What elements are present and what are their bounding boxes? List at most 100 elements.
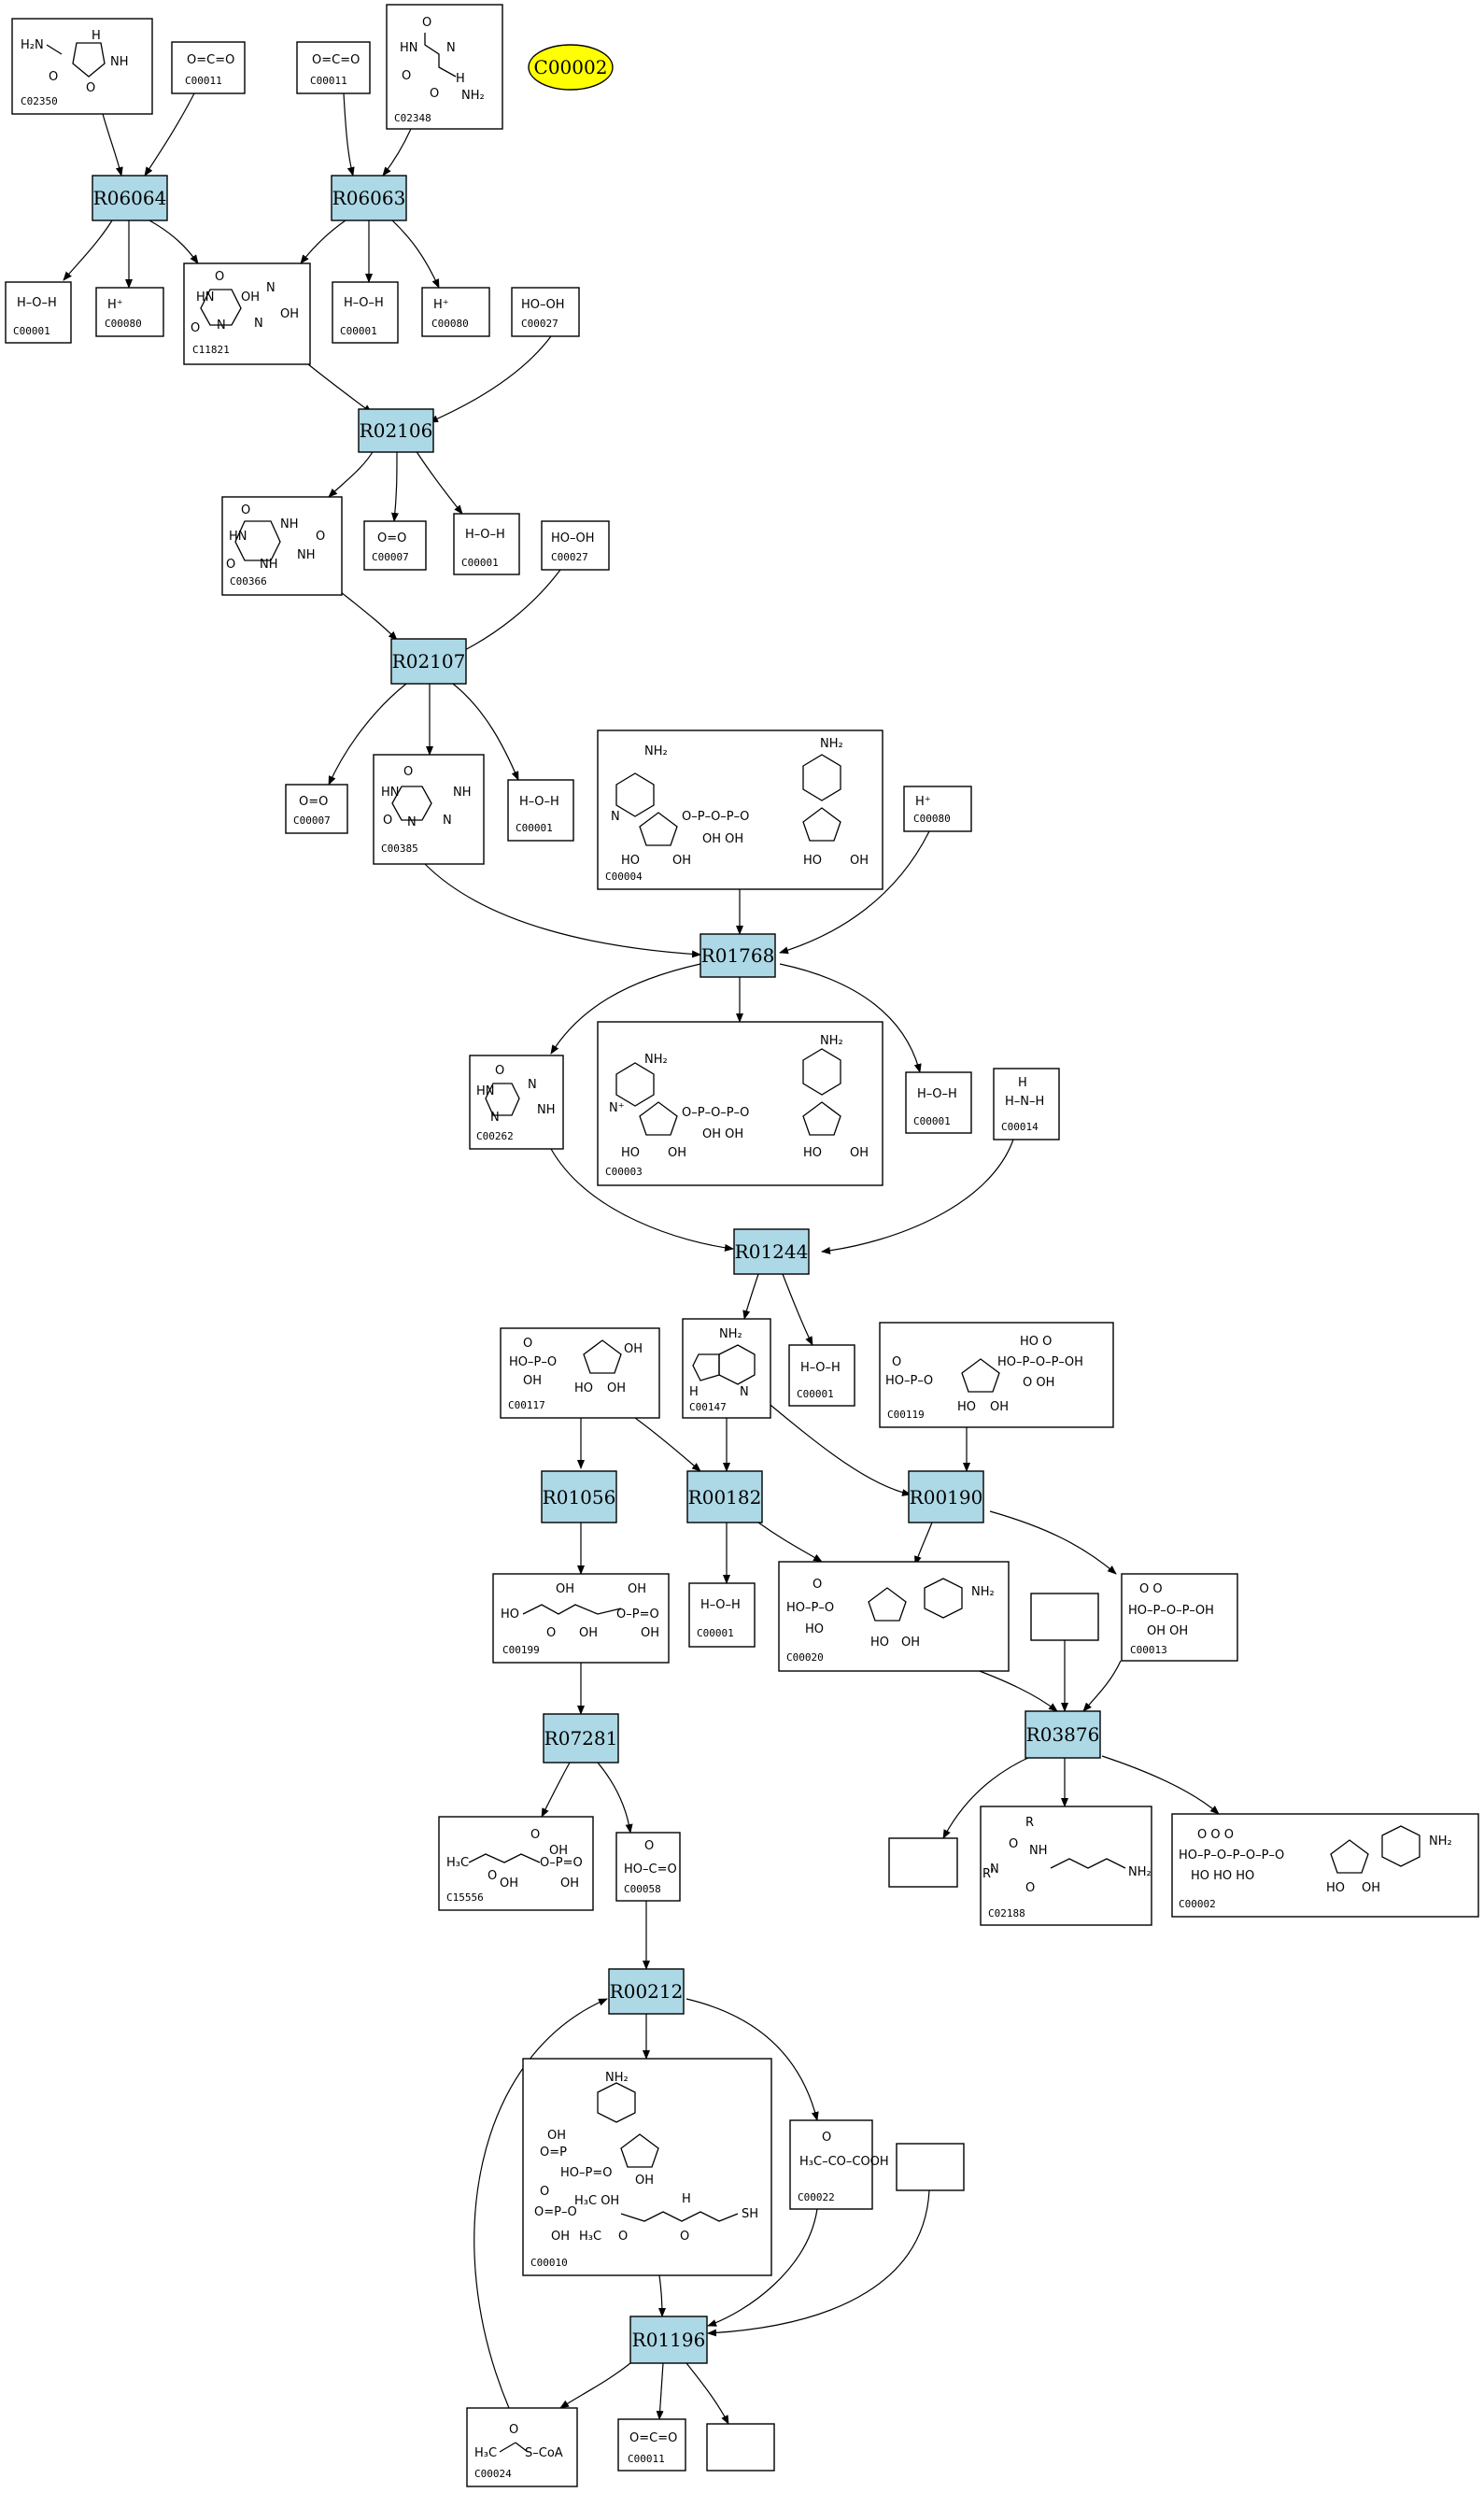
svg-text:H: H — [682, 2192, 691, 2206]
svg-text:OH: OH — [628, 1582, 646, 1596]
compound-box[interactable]: O O HO–P–O–P–OH OH OH C00013 — [1121, 1573, 1238, 1662]
reaction-node[interactable]: R00190 — [908, 1470, 984, 1523]
svg-text:H–N–H: H–N–H — [1005, 1095, 1044, 1109]
compound-box[interactable]: R O NH N R' NH₂ O C02188 — [980, 1806, 1152, 1926]
svg-text:HO: HO — [870, 1636, 889, 1650]
compound-box[interactable]: O=C=O C00011 — [171, 41, 246, 94]
compound-box[interactable]: H–O–H C00001 — [905, 1071, 972, 1134]
svg-text:O: O — [822, 2131, 831, 2145]
compound-box[interactable]: O H₃C–CO–COOH C00022 — [789, 2119, 889, 2210]
svg-text:NH₂: NH₂ — [644, 744, 668, 758]
svg-text:N: N — [443, 814, 452, 828]
svg-text:HO: HO — [805, 1622, 824, 1636]
svg-text:C00007: C00007 — [293, 814, 331, 827]
svg-text:R01768: R01768 — [701, 944, 775, 967]
svg-text:O: O — [215, 270, 224, 284]
reaction-node[interactable]: R01768 — [700, 933, 776, 978]
compound-box[interactable]: H–O–H C00001 — [332, 281, 399, 344]
svg-text:H₃C–CO–COOH: H₃C–CO–COOH — [799, 2155, 889, 2169]
compound-box[interactable]: O=O C00007 — [285, 784, 348, 834]
compound-box[interactable]: O=C=O C00011 — [296, 41, 371, 94]
svg-text:N: N — [528, 1078, 537, 1092]
reaction-node[interactable]: R00182 — [686, 1470, 763, 1523]
empty-compound-box[interactable] — [706, 2423, 775, 2472]
svg-text:H₃C: H₃C — [579, 2230, 601, 2244]
reaction-node[interactable]: R01056 — [541, 1470, 617, 1523]
compound-box[interactable]: O H₃C S–CoA C00024 — [466, 2407, 578, 2487]
svg-text:OH: OH — [241, 290, 260, 305]
compound-box[interactable]: H–O–H C00001 — [5, 281, 72, 344]
reaction-node[interactable]: R06064 — [92, 175, 168, 221]
empty-compound-box[interactable] — [1030, 1593, 1099, 1641]
svg-text:OH: OH — [500, 1877, 518, 1891]
compound-box[interactable]: OH OH HO O–P=O O OH OH C00199 — [492, 1573, 670, 1664]
compound-box[interactable]: HO O O HO–P–O HO–P–O–P–OH O OH HO OH C00… — [879, 1322, 1114, 1428]
svg-text:HO–OH: HO–OH — [521, 298, 565, 312]
compound-box[interactable]: NH₂ OH O=P HO–P=O OH O O=P–O H₃C OH H SH… — [522, 2058, 772, 2276]
svg-text:OH: OH — [850, 1146, 869, 1160]
svg-text:R00190: R00190 — [910, 1486, 983, 1509]
highlight-marker[interactable]: C00002 — [528, 44, 614, 91]
svg-text:R01196: R01196 — [632, 2329, 706, 2351]
compound-box[interactable]: O HO–P–O HO NH₂ HO OH C00020 — [778, 1561, 1010, 1672]
reaction-node[interactable]: R03876 — [1025, 1710, 1101, 1759]
svg-text:H⁺: H⁺ — [915, 795, 931, 809]
svg-text:O=P–O: O=P–O — [534, 2205, 577, 2219]
svg-text:HO–P–O: HO–P–O — [885, 1374, 933, 1388]
reaction-node[interactable]: R00212 — [608, 1968, 685, 2015]
compound-box[interactable]: O HN N NH N C00262 — [469, 1055, 564, 1150]
svg-text:O: O — [540, 2185, 549, 2199]
reaction-node[interactable]: R01244 — [733, 1228, 810, 1275]
reaction-node[interactable]: R02106 — [358, 408, 434, 453]
compound-box[interactable]: H⁺ C00080 — [903, 786, 972, 832]
compound-box[interactable]: H⁺ C00080 — [421, 287, 490, 337]
svg-text:C00027: C00027 — [551, 551, 588, 563]
svg-text:OH: OH — [635, 2174, 654, 2188]
compound-box[interactable]: HO–OH C00027 — [541, 520, 610, 571]
svg-text:R01244: R01244 — [735, 1240, 809, 1263]
empty-compound-box[interactable] — [896, 2143, 965, 2191]
compound-box[interactable]: O HO–P–O OH OH HO OH C00117 — [500, 1327, 660, 1419]
compound-box[interactable]: O=O C00007 — [363, 520, 427, 571]
compound-box[interactable]: H₂N H NH O O C02350 — [11, 18, 153, 115]
svg-text:H₂N: H₂N — [21, 38, 44, 52]
compound-box[interactable]: HO–OH C00027 — [511, 287, 580, 337]
svg-text:O: O — [488, 1869, 497, 1883]
svg-text:O: O — [644, 1839, 654, 1853]
reaction-node[interactable]: R06063 — [331, 175, 407, 221]
empty-compound-box[interactable] — [888, 1837, 958, 1888]
compound-box[interactable]: O O O HO–P–O–P–O–P–O NH₂ HO HO HO HO OH … — [1171, 1813, 1479, 1918]
compound-box[interactable]: O HO–C=O C00058 — [615, 1832, 681, 1902]
svg-text:NH₂: NH₂ — [461, 89, 485, 103]
svg-text:O–P–O–P–O: O–P–O–P–O — [682, 810, 749, 824]
compound-box[interactable]: H–O–H C00001 — [507, 779, 574, 842]
compound-box[interactable]: NH₂ H N C00147 — [682, 1318, 771, 1419]
compound-box[interactable]: O OH H₃C O–P=O O OH OH C15556 — [438, 1816, 594, 1911]
svg-text:C00022: C00022 — [798, 2191, 835, 2203]
svg-text:C00002: C00002 — [534, 56, 608, 78]
compound-box[interactable]: O=C=O C00011 — [617, 2418, 686, 2472]
svg-text:NH₂: NH₂ — [820, 1034, 843, 1048]
compound-box[interactable]: NH₂ NH₂ N⁺ O–P–O–P–O OH OH HO OH HO OH C… — [597, 1021, 883, 1186]
svg-text:HO: HO — [957, 1400, 976, 1414]
compound-box[interactable]: H–O–H C00001 — [788, 1344, 855, 1407]
reaction-node[interactable]: R07281 — [543, 1713, 619, 1764]
reaction-node[interactable]: R02107 — [390, 638, 467, 685]
svg-text:O: O — [1025, 1881, 1035, 1895]
compound-box[interactable]: H–O–H C00001 — [688, 1582, 756, 1648]
compound-box[interactable]: O HN OH N OH O N N C11821 — [183, 262, 311, 365]
compound-box[interactable]: O HN N O H O NH₂ C02348 — [386, 4, 503, 130]
compound-box[interactable]: O HN NH O N N C00385 — [373, 754, 485, 865]
svg-text:O: O — [316, 530, 325, 544]
svg-text:R: R — [1025, 1816, 1034, 1830]
svg-text:HO HO HO: HO HO HO — [1191, 1869, 1254, 1883]
compound-box[interactable]: H H–N–H C00014 — [993, 1068, 1060, 1140]
svg-text:OH: OH — [551, 2230, 570, 2244]
compound-box[interactable]: H–O–H C00001 — [453, 513, 520, 575]
svg-text:C02348: C02348 — [394, 112, 431, 124]
compound-box[interactable]: NH₂ NH₂ N O–P–O–P–O OH OH HO OH HO OH C0… — [597, 729, 883, 890]
reaction-node[interactable]: R01196 — [629, 2316, 708, 2364]
compound-box[interactable]: H⁺ C00080 — [95, 287, 164, 337]
compound-box[interactable]: O NH HN O O NH NH C00366 — [221, 496, 343, 596]
svg-text:C00080: C00080 — [105, 318, 142, 330]
